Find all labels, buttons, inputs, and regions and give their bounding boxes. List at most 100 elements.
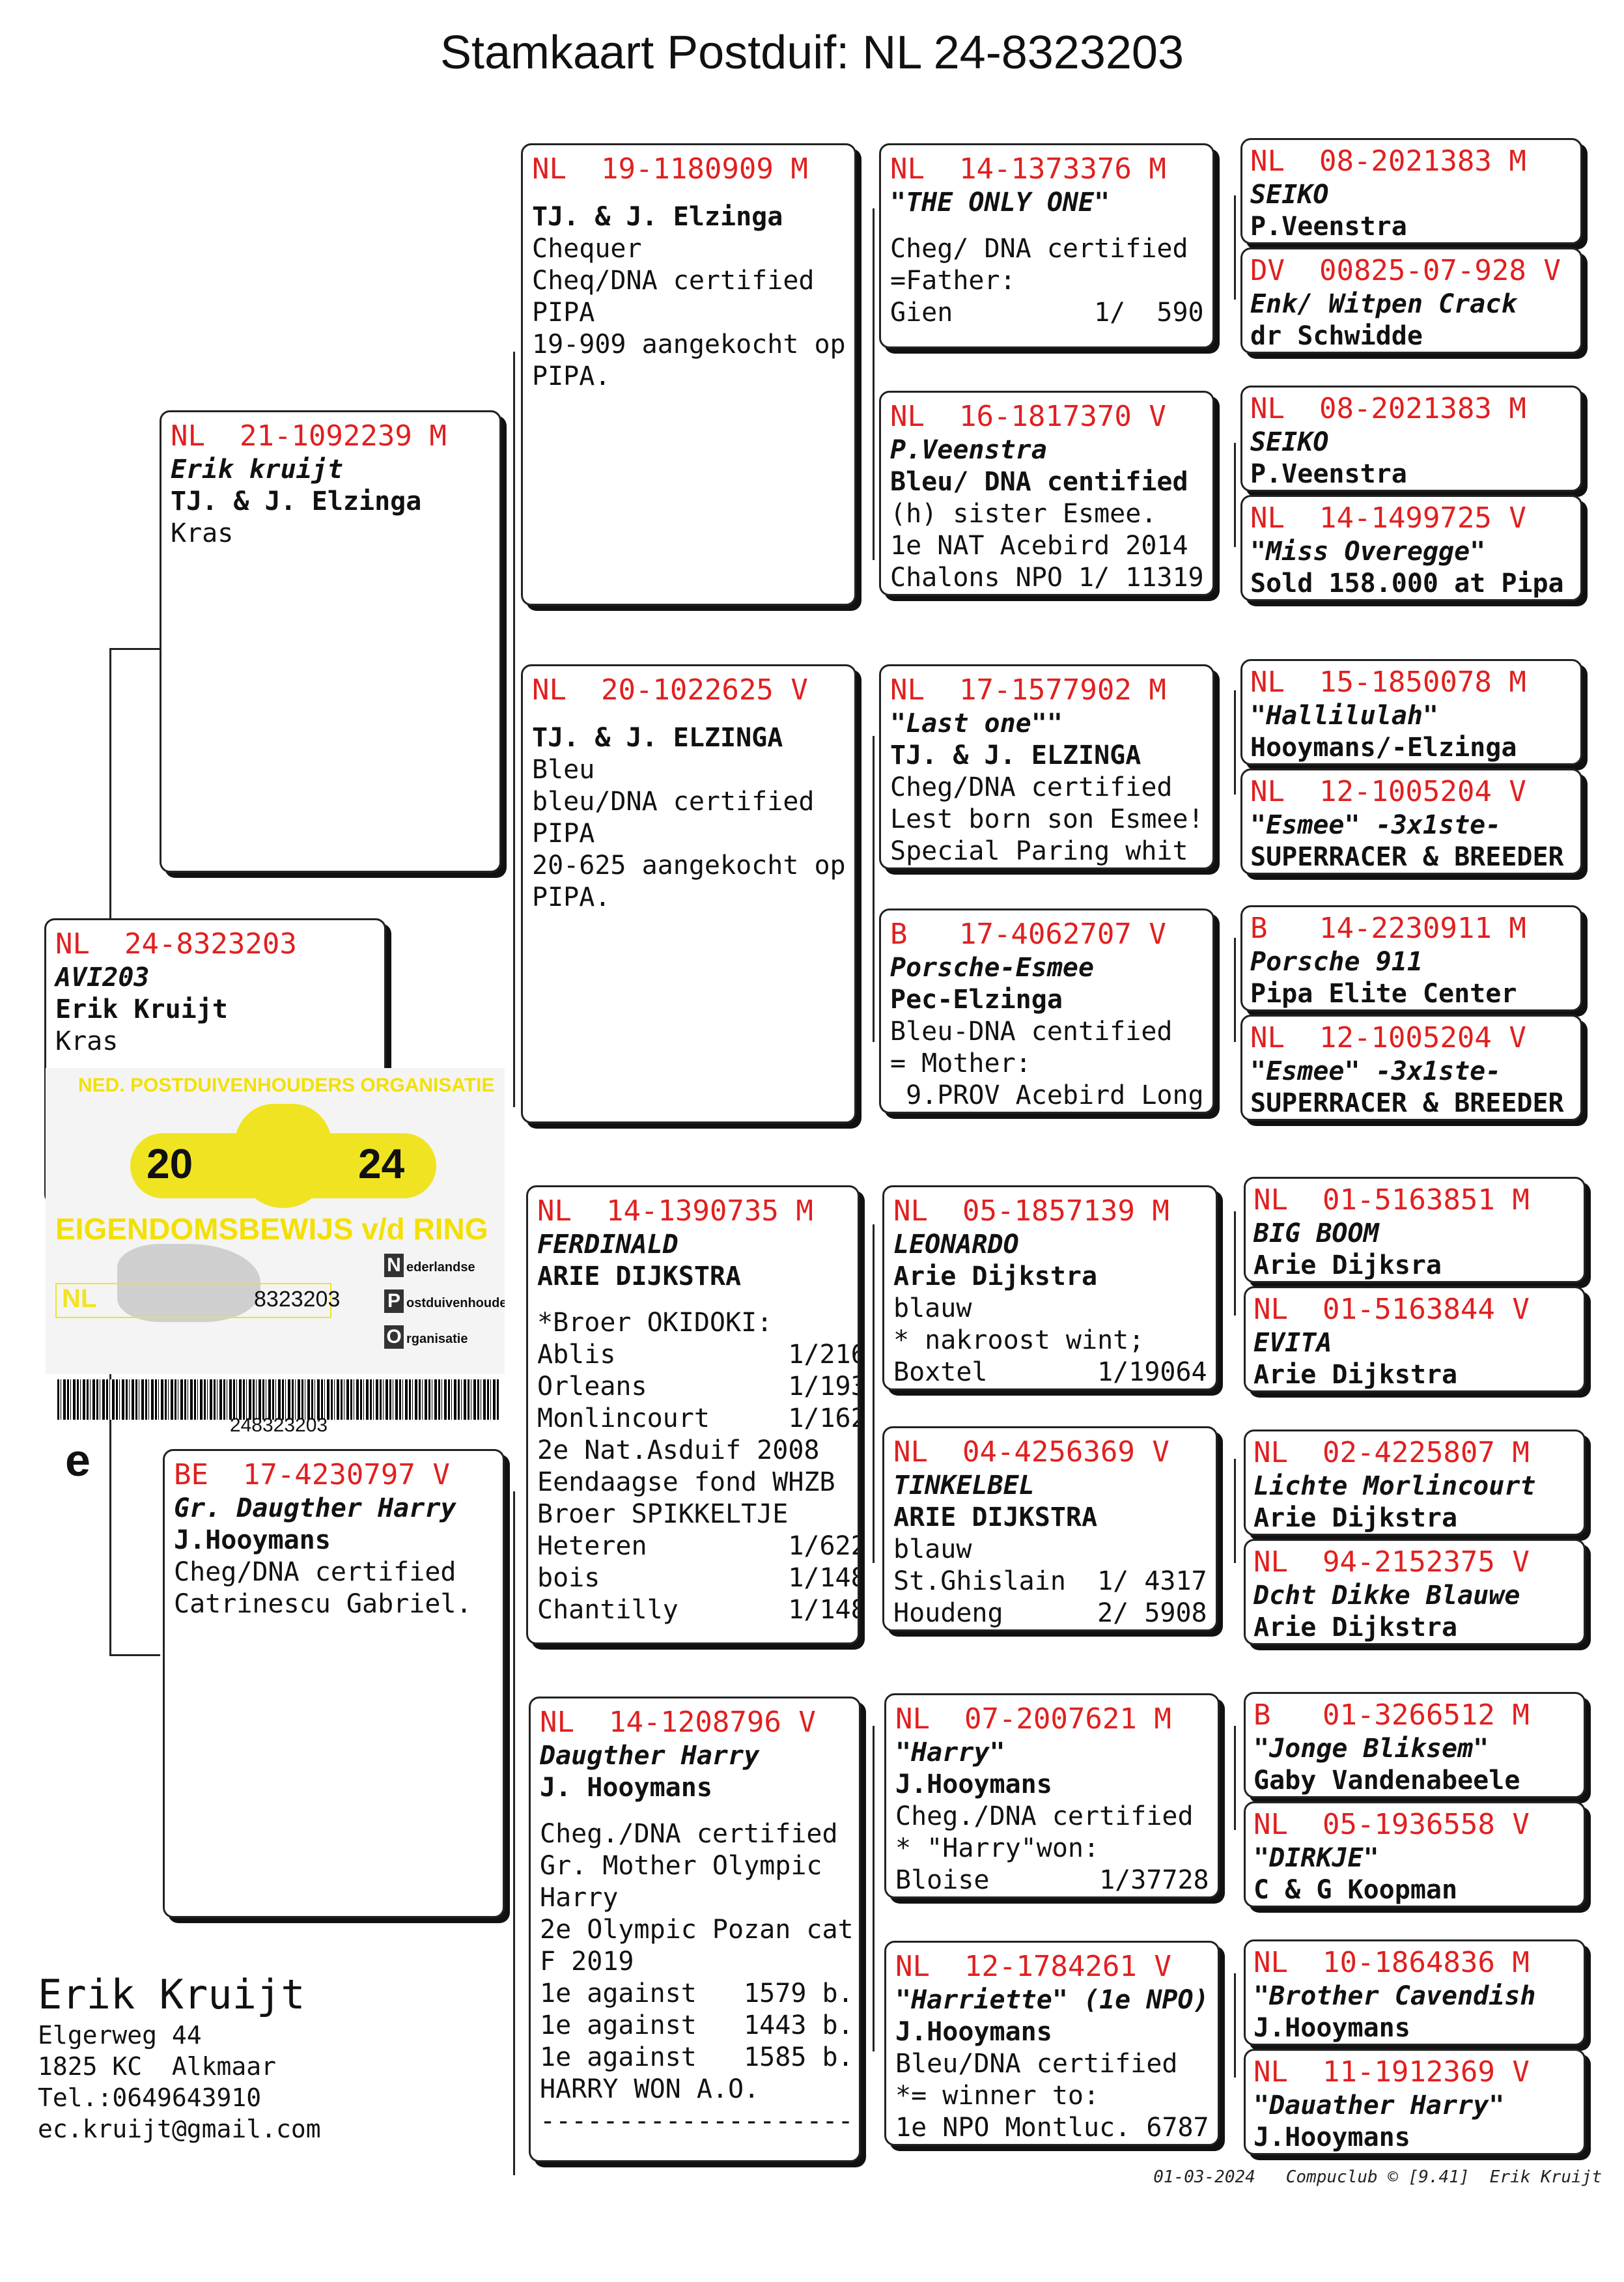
card-line: Porsche-Esmee (890, 953, 1095, 983)
card-line: "Esmee" -3x1ste- (1250, 810, 1502, 840)
gen4-card: NL 11-1912369 V"Dauather Harry"J.Hooyman… (1244, 2049, 1586, 2155)
card-line: Kras (171, 518, 234, 548)
card-line: "Harriette" (1e NPO) (895, 1985, 1209, 2015)
ring-certificate: NED. POSTDUIVENHOUDERS ORGANISATIE 20 24… (46, 1068, 505, 1374)
ring-number: NL 12-1005204 V (1250, 1021, 1526, 1054)
card-line: ARIE DIJKSTRA (893, 1502, 1098, 1532)
card-line: PIPA (532, 819, 595, 849)
card-line: * nakroost wint; (893, 1325, 1145, 1355)
npo-line-2: Postduivenhouders (384, 1289, 505, 1313)
card-line: F 2019 (540, 1947, 634, 1977)
card-line: P.Veenstra (1250, 212, 1407, 242)
card-line: J.Hooymans (895, 1769, 1052, 1799)
ring-number: NL 07-2007621 M (895, 1702, 1171, 1736)
card-line: Arie Dijksra (1253, 1250, 1442, 1280)
card-line: Bleu (532, 755, 595, 785)
card-line: dr Schwidde (1250, 321, 1423, 351)
ring-number: NL 05-1936558 V (1253, 1808, 1530, 1841)
spacer (532, 708, 845, 722)
card-line: Gaby Vandenabeele (1253, 1766, 1520, 1796)
card-line: 19-909 aangekocht op (532, 330, 846, 359)
certificate-field (55, 1283, 331, 1318)
card-line: TJ. & J. ELZINGA (532, 723, 783, 753)
card-line: Monlincourt 1/1620 (537, 1403, 860, 1433)
card-line: Arie Dijkstra (893, 1261, 1098, 1291)
card-line: Ablis 1/2168 (537, 1340, 860, 1370)
card-line: "Harry" (895, 1738, 1005, 1768)
card-line: Eendaagse fond WHZB (537, 1467, 835, 1497)
card-line: "DIRKJE" (1253, 1843, 1379, 1873)
card-line: (h) sister Esmee. (890, 499, 1157, 529)
owner-block: Erik Kruijt Elgerweg 44 1825 KC Alkmaar … (38, 1970, 321, 2145)
card-line: 9.PROV Acebird Long (890, 1080, 1204, 1110)
connector (1234, 1973, 1236, 2078)
connector (1234, 1211, 1236, 1316)
connector (1234, 443, 1236, 547)
gen4-card: NL 12-1005204 V"Esmee" -3x1ste-SUPERRACE… (1240, 768, 1582, 875)
connector (1234, 938, 1236, 1042)
card-line: Daugther Harry (540, 1741, 760, 1771)
card-line: Bloise 1/37728 (895, 1865, 1209, 1895)
card-line: Lichte Morlincourt (1253, 1471, 1536, 1501)
card-line: 20-625 aangekocht op (532, 851, 846, 880)
card-line: * "Harry"won: (895, 1833, 1100, 1863)
certificate-title: EIGENDOMSBEWIJS v/d RING (55, 1212, 488, 1246)
ring-number: NL 04-4256369 V (893, 1435, 1169, 1469)
card-line: Gien 1/ 590 (890, 298, 1204, 328)
owner-email: ec.kruijt@gmail.com (38, 2115, 321, 2143)
card-line: 2e Nat.Asduif 2008 (537, 1435, 820, 1465)
card-line: *Broer OKIDOKI: (537, 1308, 773, 1338)
spacer (532, 187, 845, 201)
ring-number: NL 21-1092239 M (171, 419, 447, 453)
card-line: Porsche 911 (1250, 947, 1423, 977)
gen4-card: NL 12-1005204 V"Esmee" -3x1ste-SUPERRACE… (1240, 1015, 1582, 1121)
card-line: 2e Olympic Pozan cat (540, 1915, 854, 1945)
connector (513, 1491, 515, 2175)
card-lines: "THE ONLY ONE"Cheg/ DNA certified=Father… (890, 187, 1204, 329)
card-line: C & G Koopman (1253, 1875, 1458, 1905)
connector (513, 352, 515, 1107)
card-line: Cheg./DNA certified (895, 1801, 1194, 1831)
card-line: Heteren 1/6225 (537, 1531, 860, 1561)
card-line: FERDINALD (537, 1230, 679, 1260)
gen3-card: NL 17-1577902 M"Last one""TJ. & J. ELZIN… (879, 664, 1214, 869)
ring-number: DV 00825-07-928 V (1250, 254, 1561, 287)
certificate-year-right: 24 (358, 1140, 405, 1187)
gen3-card: NL 14-1373376 M"THE ONLY ONE"Cheg/ DNA c… (879, 143, 1214, 348)
card-line: Dcht Dikke Blauwe (1253, 1581, 1520, 1611)
ring-number: NL 14-1499725 V (1250, 501, 1526, 535)
connector (873, 1224, 875, 1563)
card-line: Boxtel 1/19064 (893, 1357, 1207, 1387)
owner-address: Elgerweg 44 (38, 2021, 202, 2050)
card-line: SUPERRACER & BREEDER (1250, 842, 1564, 872)
gen4-card: NL 14-1499725 V"Miss Overegge"Sold 158.0… (1240, 495, 1582, 601)
card-line: ARIE DIJKSTRA (537, 1261, 742, 1291)
card-line: Special Paring whit (890, 836, 1188, 866)
card-line: TJ. & J. Elzinga (171, 486, 422, 516)
card-line: SEIKO (1250, 427, 1329, 457)
card-line: LEONARDO (893, 1230, 1019, 1260)
card-line: Sold 158.000 at Pipa (1250, 569, 1564, 599)
card-line: blauw (893, 1293, 972, 1323)
connector (873, 736, 875, 1042)
card-line: blauw (893, 1534, 972, 1564)
card-line: TJ. & J. ELZINGA (890, 740, 1141, 770)
ring-number: NL 02-4225807 M (1253, 1436, 1530, 1469)
